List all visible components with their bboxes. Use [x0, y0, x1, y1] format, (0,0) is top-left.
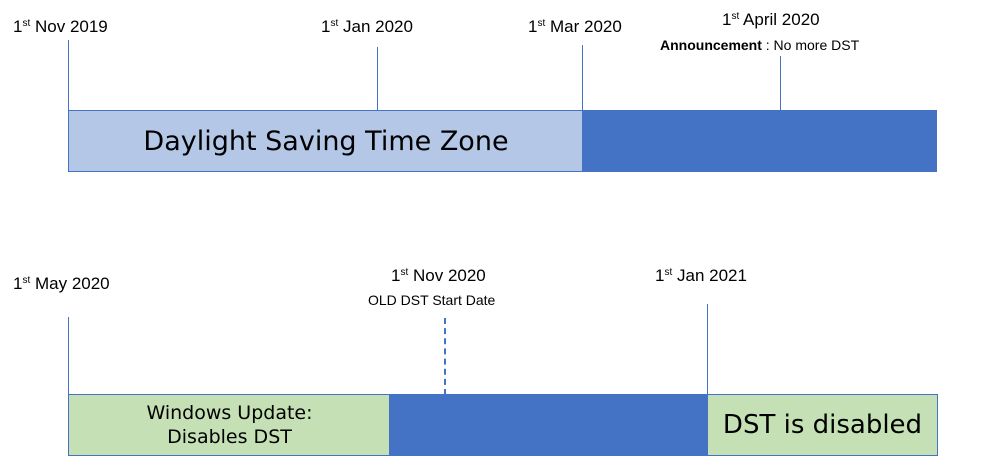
segment-dst-zone: Daylight Saving Time Zone: [68, 110, 584, 172]
tick-may-2020: [68, 317, 69, 395]
tick-jan-2021: [707, 304, 708, 395]
announcement-note: Announcement : No more DST: [660, 37, 860, 53]
tick-april-2020: [780, 56, 781, 111]
tick-mar-2020: [582, 45, 583, 111]
segment-dst-disabled-label: DST is disabled: [722, 410, 923, 440]
marker-label-jan-2021: 1st Jan 2021: [655, 266, 747, 285]
old-dst-start-note: OLD DST Start Date: [368, 292, 496, 308]
segment-windows-update-line2: Disables DST: [167, 426, 292, 448]
marker-label-nov-2020: 1st Nov 2020: [391, 266, 486, 285]
marker-label-may-2020: 1st May 2020: [13, 274, 110, 293]
segment-middle: [389, 394, 709, 456]
marker-label-jan-2020: 1st Jan 2020: [321, 17, 413, 36]
segment-windows-update: Windows Update: Disables DST: [68, 394, 391, 456]
segment-windows-update-line1: Windows Update:: [146, 402, 313, 424]
segment-after-mar-2020: [582, 110, 937, 172]
tick-nov-2020-dashed: [444, 318, 446, 395]
marker-label-april-2020: 1st April 2020: [722, 10, 820, 29]
tick-nov-2019: [68, 40, 69, 112]
tick-jan-2020: [377, 47, 378, 111]
segment-dst-zone-label: Daylight Saving Time Zone: [143, 125, 509, 157]
marker-label-nov-2019: 1st Nov 2019: [13, 17, 108, 36]
marker-label-mar-2020: 1st Mar 2020: [528, 17, 622, 36]
segment-dst-disabled: DST is disabled: [707, 394, 938, 456]
